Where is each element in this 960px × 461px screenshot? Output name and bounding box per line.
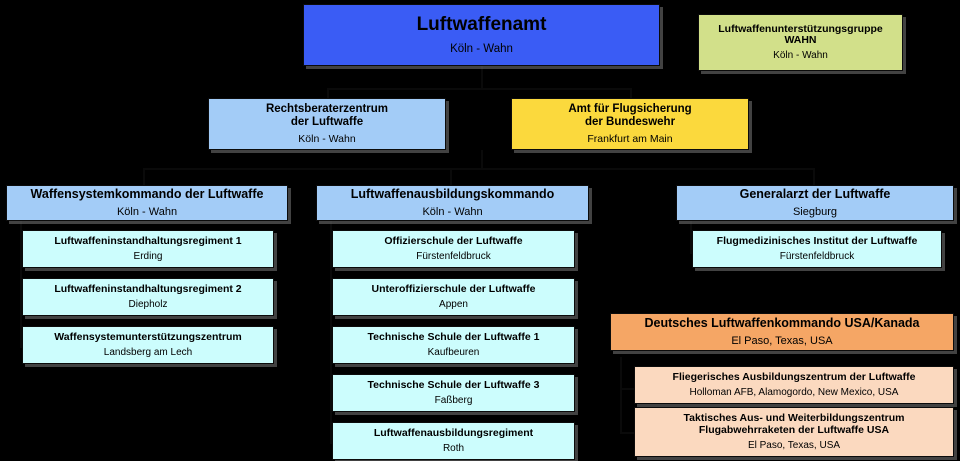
connector-root-to-level2	[481, 66, 483, 88]
node-title: Deutsches Luftwaffenkommando USA/Kanada	[644, 316, 920, 331]
node-location: Köln - Wahn	[298, 132, 356, 145]
node-title: Luftwaffenausbildungskommando	[350, 187, 555, 202]
node-title: Generalarzt der Luftwaffe	[739, 187, 891, 202]
node-title: Unteroffizierschule der Luftwaffe	[371, 282, 536, 295]
connector-level2-horizontal	[327, 88, 632, 90]
node-location: Roth	[442, 442, 465, 454]
node-taktisches-aus-und-weiterbildungszentrum-flugabwehrraketen[interactable]: Taktisches Aus- und Weiterbildungszentru…	[634, 407, 954, 457]
node-title: Technische Schule der Luftwaffe 3	[367, 378, 540, 391]
connector-usa-spine	[620, 357, 622, 434]
node-title: Amt für Flugsicherung der Bundeswehr	[568, 103, 691, 129]
node-location: Köln - Wahn	[116, 206, 178, 219]
node-title: Flugmedizinisches Institut der Luftwaffe	[716, 234, 918, 247]
node-luftwaffeninstandhaltungsregiment-1[interactable]: Luftwaffeninstandhaltungsregiment 1 Erdi…	[22, 230, 274, 268]
node-title-line1: Taktisches Aus- und Weiterbildungszentru…	[683, 412, 905, 424]
node-title: Luftwaffenausbildungsregiment	[373, 426, 534, 439]
node-title: Luftwaffenunterstützungsgruppe WAHN	[718, 22, 883, 48]
node-title: Fliegerisches Ausbildungszentrum der Luf…	[672, 370, 916, 383]
node-deutsches-luftwaffenkommando-usa-kanada[interactable]: Deutsches Luftwaffenkommando USA/Kanada …	[610, 313, 954, 351]
connector-col1-drop	[143, 168, 145, 185]
node-title-line1: Rechtsberaterzentrum	[265, 103, 389, 116]
node-location: Köln - Wahn	[450, 43, 513, 56]
connector-col2-drop	[450, 168, 452, 185]
node-technische-schule-der-luftwaffe-3[interactable]: Technische Schule der Luftwaffe 3 Faßber…	[332, 374, 575, 412]
node-title: Waffensystemunterstützungszentrum	[54, 330, 242, 343]
node-amt-fuer-flugsicherung-der-bundeswehr[interactable]: Amt für Flugsicherung der Bundeswehr Fra…	[511, 98, 749, 150]
node-title: Luftwaffeninstandhaltungsregiment 1	[54, 234, 242, 247]
node-title: Technische Schule der Luftwaffe 1	[367, 330, 540, 343]
node-rechtsberaterzentrum-der-luftwaffe[interactable]: Rechtsberaterzentrum der Luftwaffe Köln …	[208, 98, 446, 150]
node-luftwaffenunterstuetzungsgruppe-wahn[interactable]: Luftwaffenunterstützungsgruppe WAHN Köln…	[698, 14, 903, 71]
node-title: Luftwaffeninstandhaltungsregiment 2	[54, 282, 242, 295]
node-title-line2: der Bundeswehr	[584, 115, 676, 128]
node-location: Diepholz	[128, 298, 168, 310]
node-title-line1: Amt für Flugsicherung	[568, 103, 692, 116]
node-location: Appen	[439, 298, 468, 310]
node-location: Köln - Wahn	[422, 206, 483, 219]
node-location: El Paso, Texas, USA	[731, 335, 833, 348]
node-offizierschule-der-luftwaffe[interactable]: Offizierschule der Luftwaffe Fürstenfeld…	[332, 230, 575, 268]
node-location: Fürstenfeldbruck	[416, 250, 491, 262]
node-luftwaffenausbildungskommando[interactable]: Luftwaffenausbildungskommando Köln - Wah…	[316, 185, 589, 221]
node-title: Rechtsberaterzentrum der Luftwaffe	[266, 103, 388, 129]
node-title: Offizierschule der Luftwaffe	[384, 234, 523, 247]
node-unteroffizierschule-der-luftwaffe[interactable]: Unteroffizierschule der Luftwaffe Appen	[332, 278, 575, 316]
connector-col1-spine	[20, 220, 22, 348]
node-technische-schule-der-luftwaffe-1[interactable]: Technische Schule der Luftwaffe 1 Kaufbe…	[332, 326, 575, 364]
node-location: Kaufbeuren	[427, 346, 480, 358]
node-location: Holloman AFB, Alamogordo, New Mexico, US…	[689, 386, 899, 398]
node-waffensystemunterstuetzungszentrum[interactable]: Waffensystemunterstützungszentrum Landsb…	[22, 326, 274, 364]
node-title-line2: der Luftwaffe	[290, 115, 364, 128]
connector-level2-to-level3-trunk	[481, 150, 483, 168]
connector-col2-spine	[330, 220, 332, 444]
node-title: Taktisches Aus- und Weiterbildungszentru…	[683, 412, 905, 437]
connector-level3-horizontal	[143, 168, 815, 170]
connector-level2-right-drop	[630, 88, 632, 98]
node-location: Köln - Wahn	[773, 50, 828, 61]
node-title-line2: WAHN	[784, 34, 817, 47]
node-location: Erding	[133, 250, 163, 262]
node-location: Frankfurt am Main	[587, 132, 673, 145]
connector-col3-drop	[813, 168, 815, 185]
node-location: Landsberg am Lech	[103, 346, 193, 358]
node-luftwaffenausbildungsregiment[interactable]: Luftwaffenausbildungsregiment Roth	[332, 422, 575, 460]
node-location: El Paso, Texas, USA	[747, 439, 841, 451]
node-luftwaffenamt[interactable]: Luftwaffenamt Köln - Wahn	[303, 4, 660, 66]
node-fliegerisches-ausbildungszentrum-der-luftwaffe[interactable]: Fliegerisches Ausbildungszentrum der Luf…	[634, 366, 954, 404]
node-title-line2: Flugabwehrraketen der Luftwaffe USA	[698, 423, 890, 436]
node-title: Luftwaffenamt	[416, 13, 547, 35]
connector-usa-stub-1	[620, 388, 636, 390]
node-location: Faßberg	[434, 394, 473, 406]
node-location: Fürstenfeldbruck	[779, 250, 855, 262]
node-title-line1: Luftwaffenunterstützungsgruppe	[718, 22, 883, 35]
node-generalarzt-der-luftwaffe[interactable]: Generalarzt der Luftwaffe Siegburg	[676, 185, 954, 221]
connector-usa-stub-2	[620, 432, 636, 434]
node-title: Waffensystemkommando der Luftwaffe	[30, 187, 264, 202]
node-luftwaffeninstandhaltungsregiment-2[interactable]: Luftwaffeninstandhaltungsregiment 2 Diep…	[22, 278, 274, 316]
connector-col3-spine	[690, 220, 692, 254]
node-location: Siegburg	[792, 206, 838, 219]
connector-level2-left-drop	[327, 88, 329, 98]
node-waffensystemkommando-der-luftwaffe[interactable]: Waffensystemkommando der Luftwaffe Köln …	[6, 185, 288, 221]
node-flugmedizinisches-institut-der-luftwaffe[interactable]: Flugmedizinisches Institut der Luftwaffe…	[692, 230, 942, 268]
